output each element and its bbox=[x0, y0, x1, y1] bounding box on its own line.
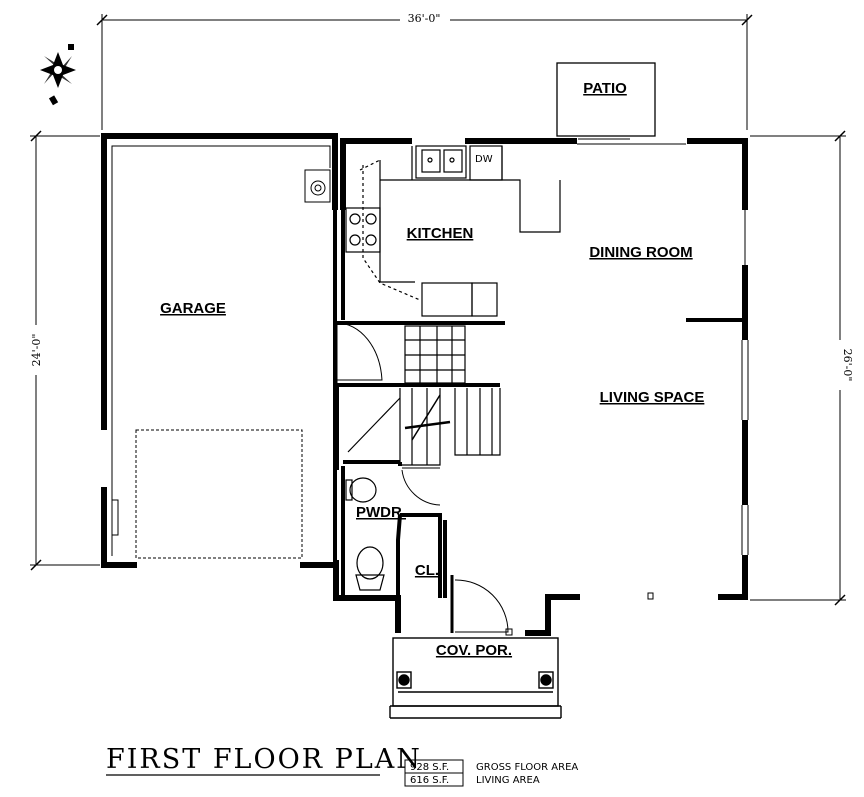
stairs bbox=[347, 325, 501, 466]
garage-interior bbox=[111, 145, 331, 559]
doors bbox=[336, 138, 686, 636]
living-area-label: LIVING AREA bbox=[476, 775, 540, 786]
patio-label: PATIO bbox=[583, 80, 627, 97]
gross-area-value: 928 S.F. bbox=[410, 762, 449, 773]
covered-porch-label: COV. POR. bbox=[436, 642, 512, 659]
kitchen-label: KITCHEN bbox=[407, 225, 474, 242]
dining-room-label: DINING ROOM bbox=[589, 244, 692, 261]
width-dimension: 36'-0" bbox=[96, 11, 753, 130]
gross-area-label: GROSS FLOOR AREA bbox=[476, 762, 578, 773]
living-area-value: 616 S.F. bbox=[410, 775, 449, 786]
left-height-label: 24'-0" bbox=[30, 334, 43, 367]
exterior-walls bbox=[101, 133, 748, 636]
living-space-label: LIVING SPACE bbox=[600, 389, 705, 406]
area-table: 928 S.F. GROSS FLOOR AREA 616 S.F. LIVIN… bbox=[404, 759, 578, 787]
kitchen-fixtures bbox=[345, 145, 561, 317]
plan-title: FIRST FLOOR PLAN bbox=[106, 744, 422, 775]
closet-label: CL. bbox=[415, 562, 439, 579]
patio bbox=[556, 62, 656, 137]
windows bbox=[741, 210, 749, 555]
covered-porch bbox=[389, 637, 562, 719]
garage-label: GARAGE bbox=[160, 300, 226, 317]
powder-room-fixtures bbox=[345, 477, 385, 591]
right-height-dimension: 26'-0" bbox=[750, 130, 854, 606]
dishwasher-label: DW bbox=[475, 154, 493, 165]
north-compass-icon bbox=[40, 44, 76, 106]
right-height-label: 26'-0" bbox=[841, 349, 854, 382]
left-height-dimension: 24'-0" bbox=[28, 130, 100, 571]
width-dimension-label: 36'-0" bbox=[408, 12, 441, 25]
powder-room-label: PWDR. bbox=[356, 504, 406, 521]
